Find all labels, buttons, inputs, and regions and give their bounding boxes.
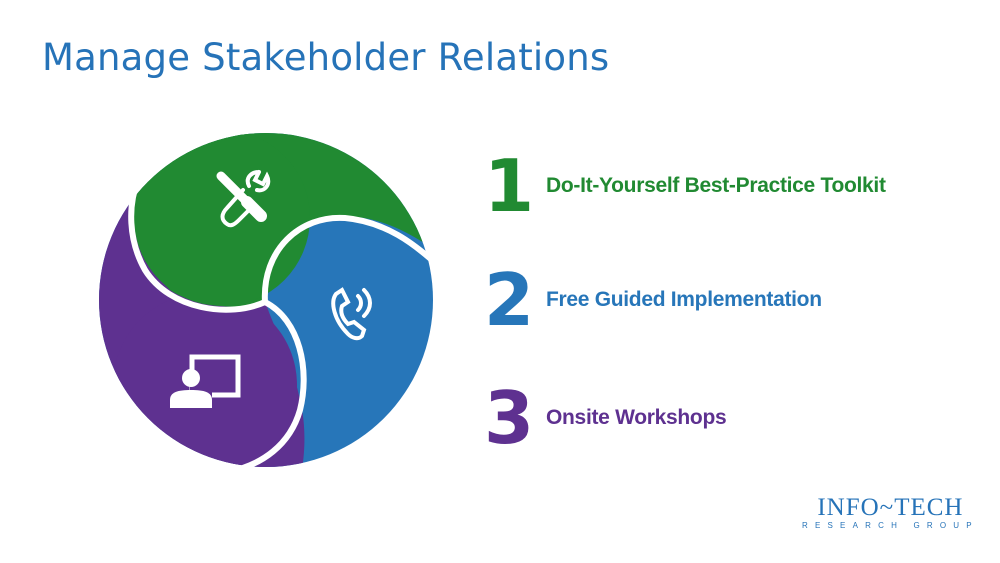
presenter-icon <box>170 354 241 408</box>
infotech-logo: INFO~TECH RESEARCH GROUP <box>802 495 979 531</box>
item-number: 1 <box>483 144 535 228</box>
list-item-toolkit: 1 Do-It-Yourself Best-Practice Toolkit <box>480 150 886 222</box>
item-number: 3 <box>483 376 535 460</box>
phone-call-icon <box>331 287 372 341</box>
item-label: Do-It-Yourself Best-Practice Toolkit <box>546 174 886 197</box>
logo-sub: RESEARCH GROUP <box>802 521 979 530</box>
item-label: Onsite Workshops <box>546 406 727 429</box>
page-title: Manage Stakeholder Relations <box>42 36 610 79</box>
item-label: Free Guided Implementation <box>546 288 822 311</box>
logo-main: INFO~TECH <box>817 494 964 521</box>
item-number: 2 <box>483 258 535 342</box>
list-item-workshops: 3 Onsite Workshops <box>480 376 727 460</box>
list-item-guided-implementation: 2 Free Guided Implementation <box>480 264 822 336</box>
offering-wheel <box>99 133 440 480</box>
tools-icon <box>216 170 271 228</box>
